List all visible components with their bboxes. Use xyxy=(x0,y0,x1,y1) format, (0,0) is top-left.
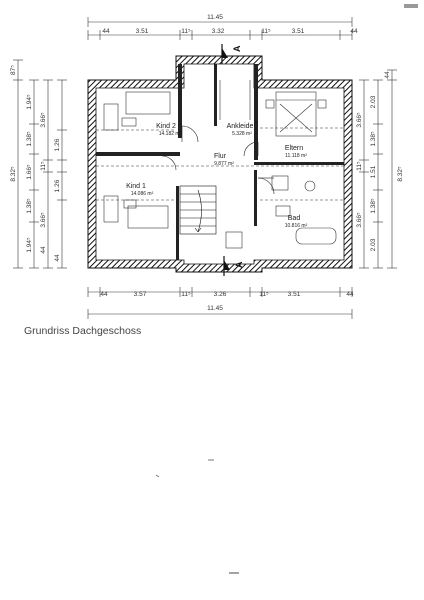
dim-bottom-1: 3.57 xyxy=(134,291,147,298)
dim-top-3: 3.32 xyxy=(212,28,225,35)
section-marker-bottom: A xyxy=(223,256,244,276)
dim-left-mid-4: 1.94⁵ xyxy=(26,237,33,253)
plan-caption: Grundriss Dachgeschoss xyxy=(24,325,142,337)
dim-left-inner-4: 3.66⁵ xyxy=(40,212,47,228)
dim-top-total: 11.45 xyxy=(207,14,223,21)
room-bad-area: 10.816 m² xyxy=(285,223,308,229)
dim-bottom-total: 11.45 xyxy=(207,305,223,312)
furniture xyxy=(103,80,337,249)
dim-left-small-0: 44 xyxy=(40,246,47,254)
section-label-top: A xyxy=(232,45,242,52)
dim-right-mid-1: 1.38⁵ xyxy=(370,131,377,147)
floor-plan: 11.45 44 3.51 11⁵ 3.32 11⁵ 3.51 44 44 3.… xyxy=(10,14,404,319)
dim-right-inner-1: 11⁵ xyxy=(356,161,363,171)
bottom-dimensions xyxy=(87,287,353,319)
dim-top-4: 11⁵ xyxy=(261,28,271,35)
dim-bottom-4: 11⁵ xyxy=(259,291,269,298)
dim-left-outer-0: 87⁵ xyxy=(10,65,17,75)
dim-left-mid-3: 1.38⁵ xyxy=(26,198,33,214)
dim-right-outer-0: 44 xyxy=(384,71,391,79)
dim-left-inner-1: 1.26 xyxy=(54,138,61,151)
left-dimensions xyxy=(13,59,67,269)
dim-bottom-3: 3.26 xyxy=(214,291,227,298)
room-eltern-area: 11.118 m² xyxy=(285,153,307,159)
dim-bottom-6: 44 xyxy=(346,291,354,298)
room-kind1-area: 14.086 m² xyxy=(131,191,154,197)
right-dimensions xyxy=(359,69,397,269)
stairs xyxy=(179,185,217,235)
dim-right-inner-0: 3.66⁵ xyxy=(356,112,363,128)
dim-left-mid-1: 1.38⁵ xyxy=(26,131,33,147)
room-kind2-area: 14.182 m² xyxy=(159,131,182,137)
dim-top-2: 11⁵ xyxy=(181,28,191,35)
room-eltern-name: Eltern xyxy=(285,145,303,152)
dim-right-mid-4: 2.03 xyxy=(370,238,377,251)
room-kind2-name: Kind 2 xyxy=(156,123,176,130)
scan-marks xyxy=(155,459,214,478)
room-bad-name: Bad xyxy=(288,215,301,222)
dim-left-outer-1: 8.32⁵ xyxy=(10,166,17,182)
room-ankleide-area: 5.328 m² xyxy=(232,131,252,137)
dim-bottom-0: 44 xyxy=(100,291,108,298)
dim-left-mid-2: 1.66⁵ xyxy=(26,164,33,180)
dim-top-1: 3.51 xyxy=(136,28,149,35)
room-flur-area: 9.877 m² xyxy=(214,161,234,167)
dim-right-mid-3: 1.38⁵ xyxy=(370,198,377,214)
corner-mark xyxy=(404,4,418,8)
dim-right-mid-0: 2.03 xyxy=(370,95,377,108)
room-ankleide-name: Ankleide xyxy=(227,123,254,130)
dim-left-small-1: 44 xyxy=(54,254,61,262)
dim-top-6: 44 xyxy=(350,28,358,35)
dim-left-inner-0: 3.66⁵ xyxy=(40,112,47,128)
top-dimensions xyxy=(87,17,353,40)
dim-right-outer-1: 8.32⁵ xyxy=(397,166,404,182)
room-kind1-name: Kind 1 xyxy=(126,183,146,190)
dim-top-0: 44 xyxy=(102,28,110,35)
section-marker-top: A xyxy=(221,44,242,64)
dim-left-mid-0: 1.94⁵ xyxy=(26,94,33,110)
dim-right-inner-2: 3.66⁵ xyxy=(356,212,363,228)
dim-top-5: 3.51 xyxy=(292,28,305,35)
section-label-bottom: A xyxy=(234,261,244,268)
dim-left-inner-2: 11⁵ xyxy=(40,161,47,171)
room-flur-name: Flur xyxy=(214,153,227,160)
dim-bottom-5: 3.51 xyxy=(288,291,301,298)
dim-bottom-2: 11⁵ xyxy=(181,291,191,298)
scan-mark-bottom xyxy=(229,572,239,574)
dim-right-mid-2: 1.51 xyxy=(370,165,377,178)
doors xyxy=(161,125,275,195)
dim-left-inner-3: 1.26 xyxy=(54,179,61,192)
interior-walls xyxy=(96,64,344,260)
